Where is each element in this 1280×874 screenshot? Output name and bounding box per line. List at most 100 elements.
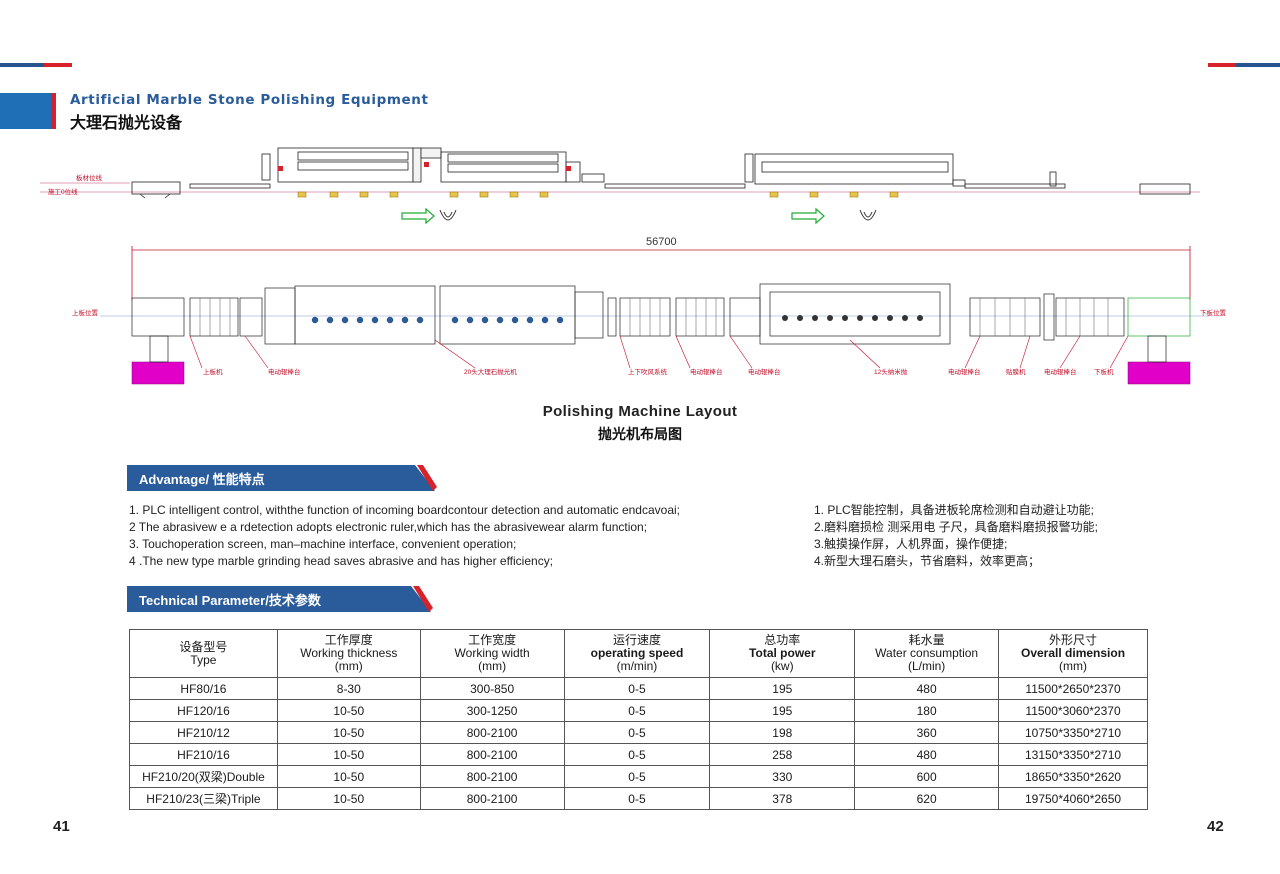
table-cell: 13150*3350*2710 [998,743,1148,766]
component-label: 电动辊棒台 [690,369,723,376]
technical-heading-band: Technical Parameter/技术参数 [127,586,433,612]
table-cell: 800-2100 [419,787,565,810]
table-cell: 330 [709,765,856,788]
table-cell: 800-2100 [419,721,565,744]
table-cell: 10-50 [276,765,421,788]
component-label: 下板机 [1094,369,1114,376]
table-cell: 600 [854,765,1000,788]
side-view-drawing: 板材位线 施工0位线 [40,140,1200,240]
table-cell: 378 [709,787,856,810]
component-label: 上板机 [203,369,223,376]
table-cell: 0-5 [563,721,711,744]
list-item: 2.磨料磨损检 测采用电 子尺，具备磨料磨损报警功能; [814,520,1099,534]
drawing-label: 板材位线 [76,175,102,182]
table-cell: 800-2100 [419,743,565,766]
table-cell: 11500*3060*2370 [998,699,1148,722]
table-cell: 300-1250 [419,699,565,722]
table-cell: HF210/20(双梁)Double [129,765,278,788]
infeed-label: 上板位置 [72,310,98,317]
table-cell: 360 [854,721,1000,744]
table-cell: 195 [709,677,856,700]
table-cell: 10-50 [276,721,421,744]
table-cell: 0-5 [563,765,711,788]
table-cell: 180 [854,699,1000,722]
component-label: 电动辊棒台 [268,369,301,376]
component-label: 电动辊棒台 [948,369,981,376]
list-item: 4.新型大理石磨头，节省磨料，效率更高； [814,554,1041,568]
list-item: 3. Touchoperation screen, man–machine in… [129,537,517,551]
table-cell: 10-50 [276,743,421,766]
list-item: 3.触摸操作屏，人机界面，操作便捷; [814,537,1008,551]
component-label: 贴膜机 [1006,369,1026,376]
table-cell: HF210/12 [129,721,278,744]
band-tip [405,465,437,491]
table-cell: 0-5 [563,743,711,766]
page-number-left: 41 [53,818,70,835]
component-label: 20头大理石抛光机 [464,369,517,376]
side-view-svg [40,147,1200,225]
dimension-label: 56700 [646,236,677,248]
list-item: 1. PLC智能控制，具备进板轮席检测和自动避让功能; [814,503,1095,517]
page-title-cn: 大理石抛光设备 [70,113,183,132]
table-cell: HF80/16 [129,677,278,700]
table-cell: 0-5 [563,699,711,722]
title-tab [0,93,56,129]
table-cell: HF210/23(三梁)Triple [129,787,278,810]
table-cell: 0-5 [563,677,711,700]
table-cell: 11500*2650*2370 [998,677,1148,700]
layout-svg [100,246,1210,385]
table-cell: 198 [709,721,856,744]
table-cell: 10-50 [276,787,421,810]
table-cell: 620 [854,787,1000,810]
table-cell: 10-50 [276,699,421,722]
layout-title-en: Polishing Machine Layout [542,403,738,420]
outfeed-label: 下板位置 [1200,310,1226,317]
corner-bar-left [0,63,72,67]
table-cell: 10750*3350*2710 [998,721,1148,744]
advantage-list-en: 1. PLC intelligent control, withthe func… [129,502,809,570]
band-tip [401,586,433,612]
table-cell: 300-850 [419,677,565,700]
table-cell: 8-30 [276,677,421,700]
table-cell: 800-2100 [419,765,565,788]
table-cell: 258 [709,743,856,766]
list-item: 1. PLC intelligent control, withthe func… [129,503,681,517]
list-item: 4 .The new type marble grinding head sav… [129,554,554,568]
component-label: 电动辊棒台 [748,369,781,376]
layout-drawing: 56700 上板位置 下板位置 上板机 电动辊棒台 20头大理石抛光机 上下吹风… [40,236,1226,400]
advantage-heading-band: Advantage/ 性能特点 [127,465,437,491]
table-cell: HF120/16 [129,699,278,722]
technical-heading: Technical Parameter/技术参数 [139,593,321,608]
table-cell: 195 [709,699,856,722]
component-label: 电动辊棒台 [1044,369,1077,376]
table-cell: 18650*3350*2620 [998,765,1148,788]
list-item: 2 The abrasivew e a rdetection adopts el… [129,520,648,534]
advantage-heading: Advantage/ 性能特点 [139,472,265,487]
component-label: 上下吹风系统 [628,369,667,376]
layout-title-cn: 抛光机布局图 [598,426,682,442]
page-title-en: Artificial Marble Stone Polishing Equipm… [70,92,429,108]
table-cell: HF210/16 [129,743,278,766]
page-number-right: 42 [1207,818,1224,835]
advantage-list-cn: 1. PLC智能控制，具备进板轮席检测和自动避让功能; 2.磨料磨损检 测采用电… [814,502,1154,570]
table-cell: 19750*4060*2650 [998,787,1148,810]
component-label: 12头纳米抛 [874,369,908,376]
table-cell: 480 [854,677,1000,700]
table-cell: 480 [854,743,1000,766]
table-cell: 0-5 [563,787,711,810]
